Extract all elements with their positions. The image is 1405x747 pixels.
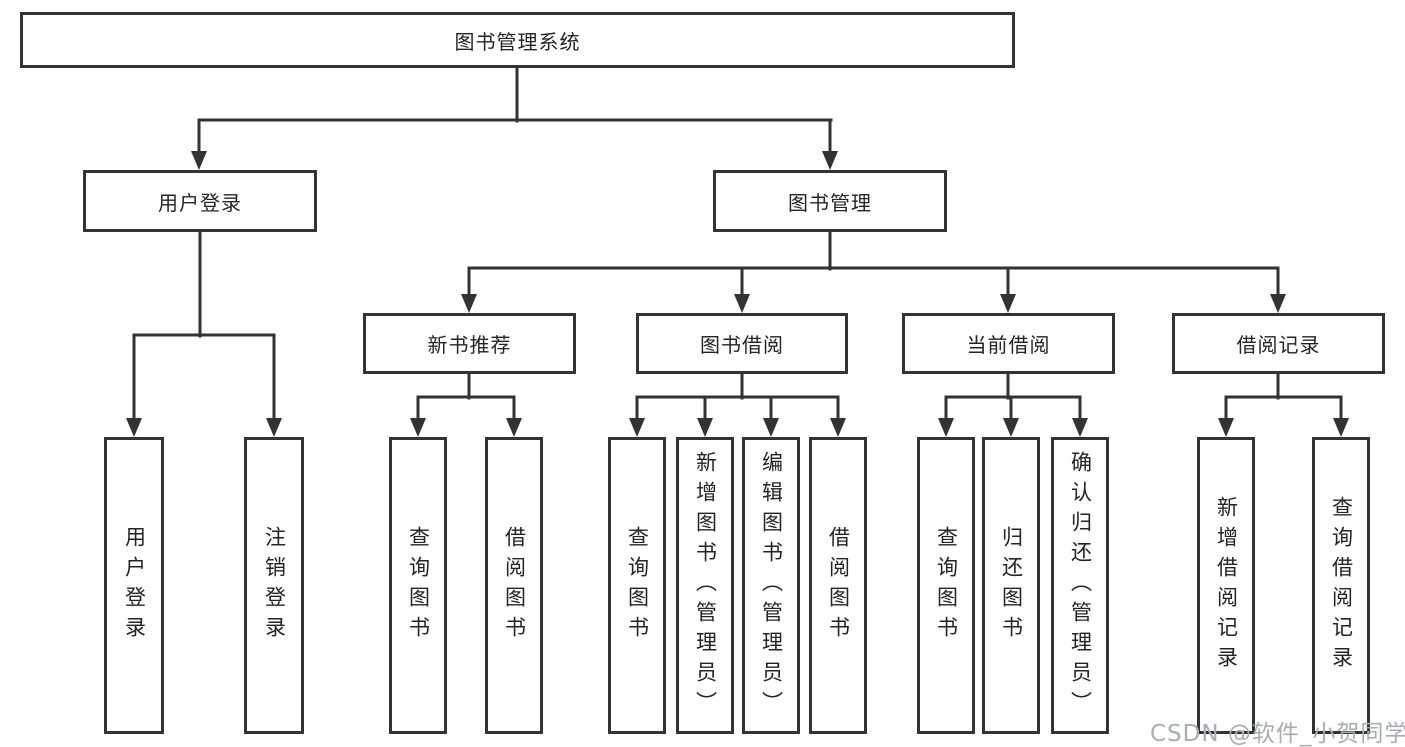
arrow-down-icon bbox=[1270, 294, 1286, 313]
leaf-label: 借阅图书 bbox=[502, 525, 527, 646]
arrow-down-icon bbox=[822, 151, 838, 170]
arrow-down-icon bbox=[191, 151, 207, 170]
leaf-add-borrow-record: 新增借阅记录 bbox=[1197, 437, 1255, 734]
node-label: 当前借阅 bbox=[966, 333, 1051, 357]
leaf-label: 注销登录 bbox=[262, 525, 287, 646]
node-book-management: 图书管理 bbox=[713, 170, 947, 232]
arrow-down-icon bbox=[830, 418, 846, 437]
node-label: 图书管理系统 bbox=[454, 29, 581, 54]
leaf-label: 新增图书（管理员） bbox=[693, 450, 718, 721]
leaf-query-books-recommend: 查询图书 bbox=[389, 437, 447, 734]
node-book-borrow: 图书借阅 bbox=[636, 313, 848, 374]
arrowheads bbox=[126, 151, 1349, 437]
arrow-down-icon bbox=[629, 418, 645, 437]
node-new-book-recommend: 新书推荐 bbox=[363, 313, 576, 374]
arrow-down-icon bbox=[126, 418, 142, 437]
arrow-down-icon bbox=[1333, 418, 1349, 437]
leaf-user-login: 用户登录 bbox=[104, 437, 164, 734]
leaf-query-books-current: 查询图书 bbox=[917, 437, 975, 734]
leaf-return-books: 归还图书 bbox=[982, 437, 1040, 734]
arrow-down-icon bbox=[266, 418, 282, 437]
leaf-label: 查询图书 bbox=[406, 525, 431, 646]
node-label: 新书推荐 bbox=[427, 333, 512, 357]
arrow-down-icon bbox=[938, 418, 954, 437]
node-label: 用户登录 bbox=[158, 190, 242, 215]
csdn-watermark: CSDN @软件_小贺同学 bbox=[1150, 721, 1405, 747]
leaf-query-books-borrow: 查询图书 bbox=[608, 437, 666, 734]
node-label: 图书管理 bbox=[788, 190, 872, 215]
leaf-label: 编辑图书（管理员） bbox=[759, 450, 784, 721]
arrow-down-icon bbox=[1218, 418, 1234, 437]
leaf-borrow-books: 借阅图书 bbox=[809, 437, 867, 734]
connector-path bbox=[132, 66, 1343, 423]
arrow-down-icon bbox=[1072, 418, 1088, 437]
arrow-down-icon bbox=[763, 418, 779, 437]
leaf-label: 用户登录 bbox=[122, 525, 147, 646]
leaf-borrow-books-recommend: 借阅图书 bbox=[485, 437, 543, 734]
arrow-down-icon bbox=[734, 294, 750, 313]
arrow-down-icon bbox=[1003, 418, 1019, 437]
node-label: 图书借阅 bbox=[700, 333, 784, 357]
node-label: 借阅记录 bbox=[1236, 333, 1321, 357]
node-user-login: 用户登录 bbox=[83, 170, 317, 232]
leaf-label: 确认归还（管理员） bbox=[1068, 450, 1093, 721]
arrow-down-icon bbox=[697, 418, 713, 437]
leaf-label: 归还图书 bbox=[999, 525, 1024, 646]
leaf-label: 借阅图书 bbox=[826, 525, 851, 646]
leaf-label: 查询图书 bbox=[934, 525, 959, 646]
leaf-logout: 注销登录 bbox=[244, 437, 304, 734]
leaf-label: 新增借阅记录 bbox=[1214, 495, 1239, 676]
leaf-edit-book-admin: 编辑图书（管理员） bbox=[742, 437, 800, 734]
leaf-query-borrow-record: 查询借阅记录 bbox=[1312, 437, 1370, 734]
node-borrow-records: 借阅记录 bbox=[1172, 313, 1385, 374]
arrow-down-icon bbox=[1000, 294, 1016, 313]
leaf-label: 查询图书 bbox=[625, 525, 650, 646]
leaf-add-book-admin: 新增图书（管理员） bbox=[676, 437, 734, 734]
node-library-system: 图书管理系统 bbox=[20, 12, 1015, 68]
arrow-down-icon bbox=[506, 418, 522, 437]
leaf-label: 查询借阅记录 bbox=[1329, 495, 1354, 676]
leaf-confirm-return-admin: 确认归还（管理员） bbox=[1051, 437, 1109, 734]
arrow-down-icon bbox=[461, 294, 477, 313]
arrow-down-icon bbox=[410, 418, 426, 437]
node-current-borrow: 当前借阅 bbox=[902, 313, 1115, 374]
